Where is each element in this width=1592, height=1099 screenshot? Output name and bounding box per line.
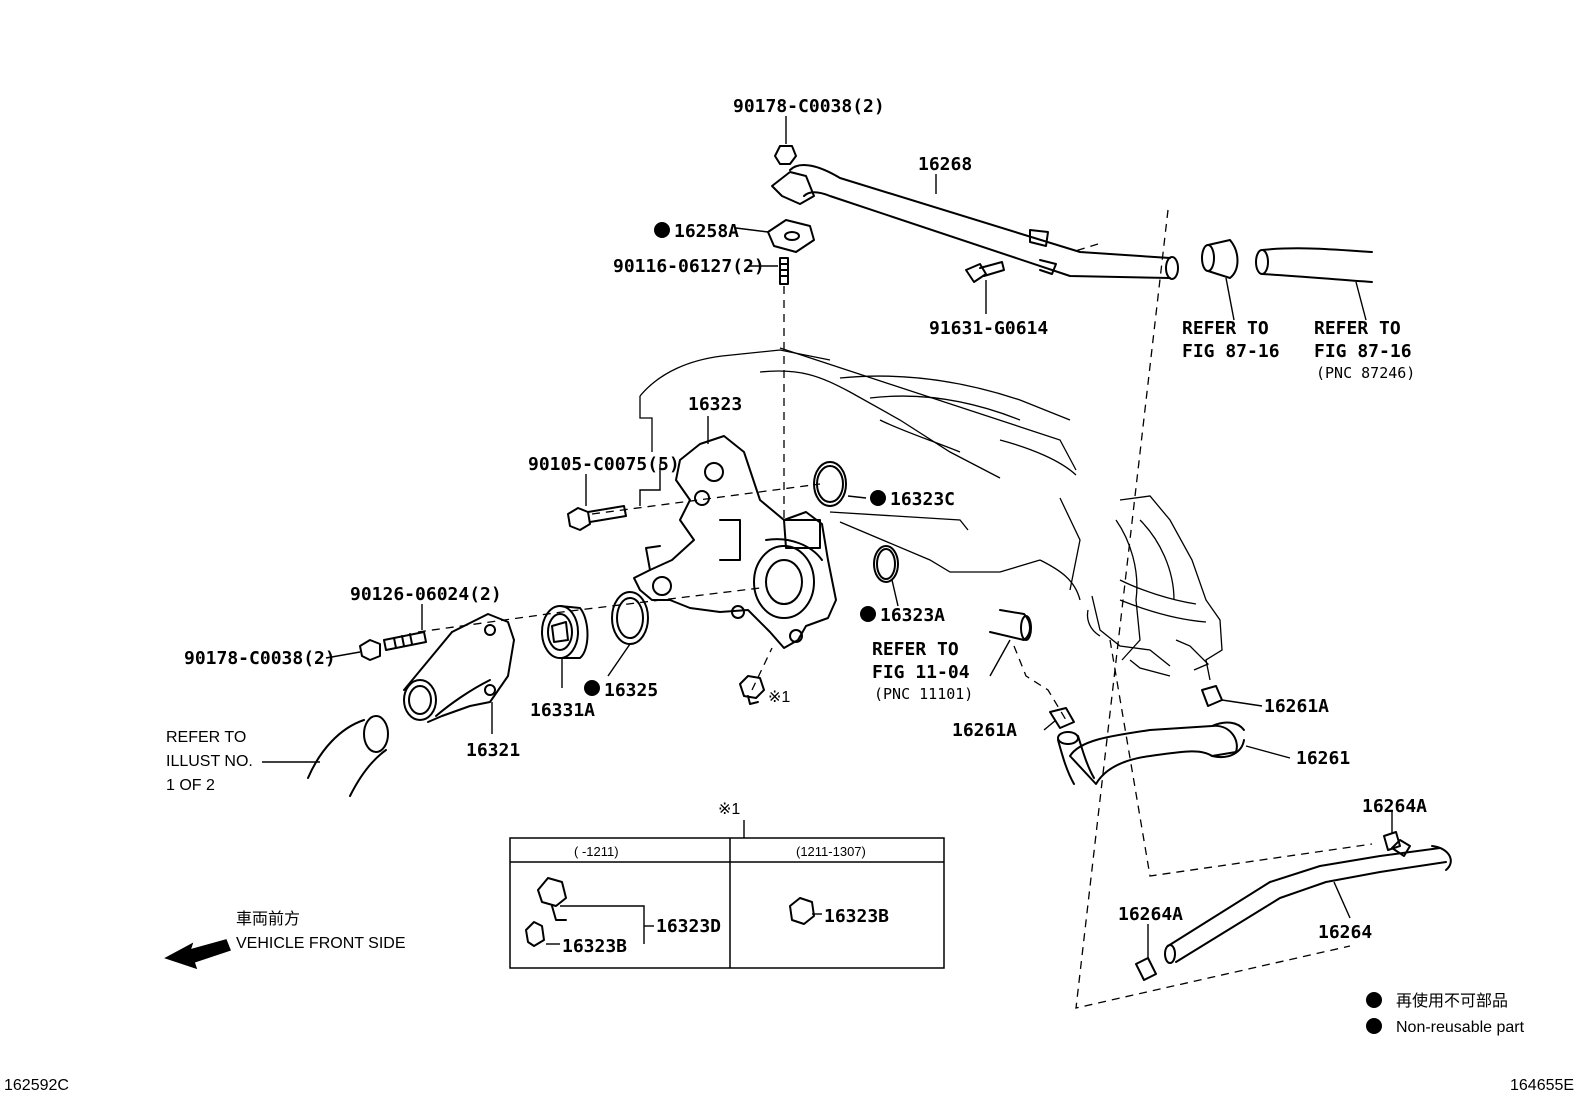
bolt-91631[interactable] (965, 261, 1005, 283)
refer-fig-87-16-a-line2[interactable]: FIG 87-16 (1182, 341, 1280, 362)
refer-illust-line2[interactable]: ILLUST NO. (166, 753, 253, 770)
label-16258a[interactable]: 16258A (674, 221, 739, 242)
note-ref-1[interactable]: ※1 (768, 689, 790, 706)
nut-icon[interactable] (774, 145, 797, 165)
label-16264a-top[interactable]: 16264A (1362, 796, 1427, 817)
stud-bolt-90126[interactable] (383, 631, 427, 651)
bypass-pipe-16268[interactable] (771, 163, 1179, 280)
o-ring-16323C[interactable] (813, 461, 847, 507)
non-reusable-dot-icon (870, 490, 886, 506)
label-91631-g0614[interactable]: 91631-G0614 (929, 318, 1048, 339)
inset-col-header-1: ( -1211) (574, 844, 619, 859)
legend: 再使用不可部品 Non-reusable part (1366, 992, 1525, 1036)
inset-col-header-2: (1211-1307) (796, 844, 866, 859)
label-90178-c0038-top[interactable]: 90178-C0038(2) (733, 96, 885, 117)
nut-90178-left[interactable] (359, 639, 381, 661)
bolt-90105[interactable] (567, 505, 627, 531)
non-reusable-dot-icon (1366, 992, 1382, 1008)
label-90105-c0075[interactable]: 90105-C0075(5) (528, 454, 680, 475)
front-label-en: VEHICLE FRONT SIDE (236, 935, 406, 952)
thermostat-16331A[interactable] (541, 605, 589, 659)
refer-fig-11-04-line2[interactable]: FIG 11-04 (872, 662, 970, 683)
upper-radiator-hose-icon[interactable] (307, 715, 389, 797)
non-reusable-dot-icon (860, 606, 876, 622)
inset-label-16323b-a[interactable]: 16323B (562, 936, 627, 957)
water-hose-16264[interactable] (1164, 839, 1452, 964)
inset-label-16323b-b[interactable]: 16323B (824, 906, 889, 927)
hose-clamp-icon[interactable] (1201, 239, 1239, 279)
drain-plug-icon[interactable] (789, 897, 815, 925)
label-16331a[interactable]: 16331A (530, 700, 595, 721)
hose-clip-16264A-bottom[interactable] (1135, 957, 1157, 981)
label-16325[interactable]: 16325 (604, 680, 658, 701)
inset-label-16323d[interactable]: 16323D (656, 916, 721, 937)
non-reusable-dot-icon (584, 680, 600, 696)
engine-block-outline (639, 347, 1081, 601)
gasket-16258A[interactable] (767, 219, 815, 253)
drain-cock-icon[interactable] (525, 877, 567, 947)
refer-pnc-87246[interactable]: (PNC 87246) (1316, 364, 1415, 382)
water-outlet-16321[interactable] (403, 613, 515, 723)
label-16268[interactable]: 16268 (918, 154, 972, 175)
throttle-body-outline (1086, 495, 1223, 681)
heater-pipe-stub[interactable] (989, 609, 1032, 641)
label-16323c[interactable]: 16323C (890, 489, 955, 510)
inset-title: ※1 (718, 801, 740, 818)
o-ring-16323A[interactable] (873, 545, 899, 583)
refer-fig-87-16-b-line2[interactable]: FIG 87-16 (1314, 341, 1412, 362)
legend-en: Non-reusable part (1396, 1019, 1525, 1036)
refer-illust-line1[interactable]: REFER TO (166, 729, 246, 746)
refer-fig-11-04-line1[interactable]: REFER TO (872, 639, 959, 660)
legend-jp: 再使用不可部品 (1396, 992, 1508, 1010)
label-16323a[interactable]: 16323A (880, 605, 945, 626)
drain-plug-icon[interactable] (739, 675, 765, 705)
refer-fig-87-16-a-line1[interactable]: REFER TO (1182, 318, 1269, 339)
illustration-code-right: 164655E (1510, 1077, 1574, 1094)
non-reusable-dot-icon (654, 222, 670, 238)
label-90116-06127[interactable]: 90116-06127(2) (613, 256, 765, 277)
illustration-code-left: 162592C (4, 1077, 69, 1094)
gasket-16325[interactable] (611, 591, 649, 645)
label-16264[interactable]: 16264 (1318, 922, 1372, 943)
water-inlet-housing-16323[interactable] (633, 435, 837, 649)
label-16264a-bottom[interactable]: 16264A (1118, 904, 1183, 925)
label-90178-c0038-left[interactable]: 90178-C0038(2) (184, 648, 336, 669)
refer-fig-87-16-b-line1[interactable]: REFER TO (1314, 318, 1401, 339)
label-16261a-left[interactable]: 16261A (952, 720, 1017, 741)
non-reusable-dot-icon (1366, 1018, 1382, 1034)
label-16261a-right[interactable]: 16261A (1264, 696, 1329, 717)
leader-lines (262, 116, 1393, 958)
water-bypass-hose-16261[interactable] (1057, 721, 1245, 785)
label-90126-06024[interactable]: 90126-06024(2) (350, 584, 502, 605)
label-16321[interactable]: 16321 (466, 740, 520, 761)
radiator-hose-icon[interactable] (1255, 247, 1373, 283)
label-16323[interactable]: 16323 (688, 394, 742, 415)
stud-bolt-icon[interactable] (779, 257, 789, 285)
front-label-jp: 車両前方 (236, 910, 300, 928)
vehicle-front-arrow-icon (164, 939, 231, 970)
label-16261[interactable]: 16261 (1296, 748, 1350, 769)
refer-illust-line3[interactable]: 1 OF 2 (166, 777, 215, 794)
hose-clip-16261A-right[interactable] (1201, 685, 1223, 707)
inset-table: ※1 ( -1211) (1211-1307) 16323D 16323B 16… (509, 801, 945, 969)
refer-pnc-11101[interactable]: (PNC 11101) (874, 685, 973, 703)
hose-clip-16261A-left[interactable] (1049, 707, 1075, 729)
